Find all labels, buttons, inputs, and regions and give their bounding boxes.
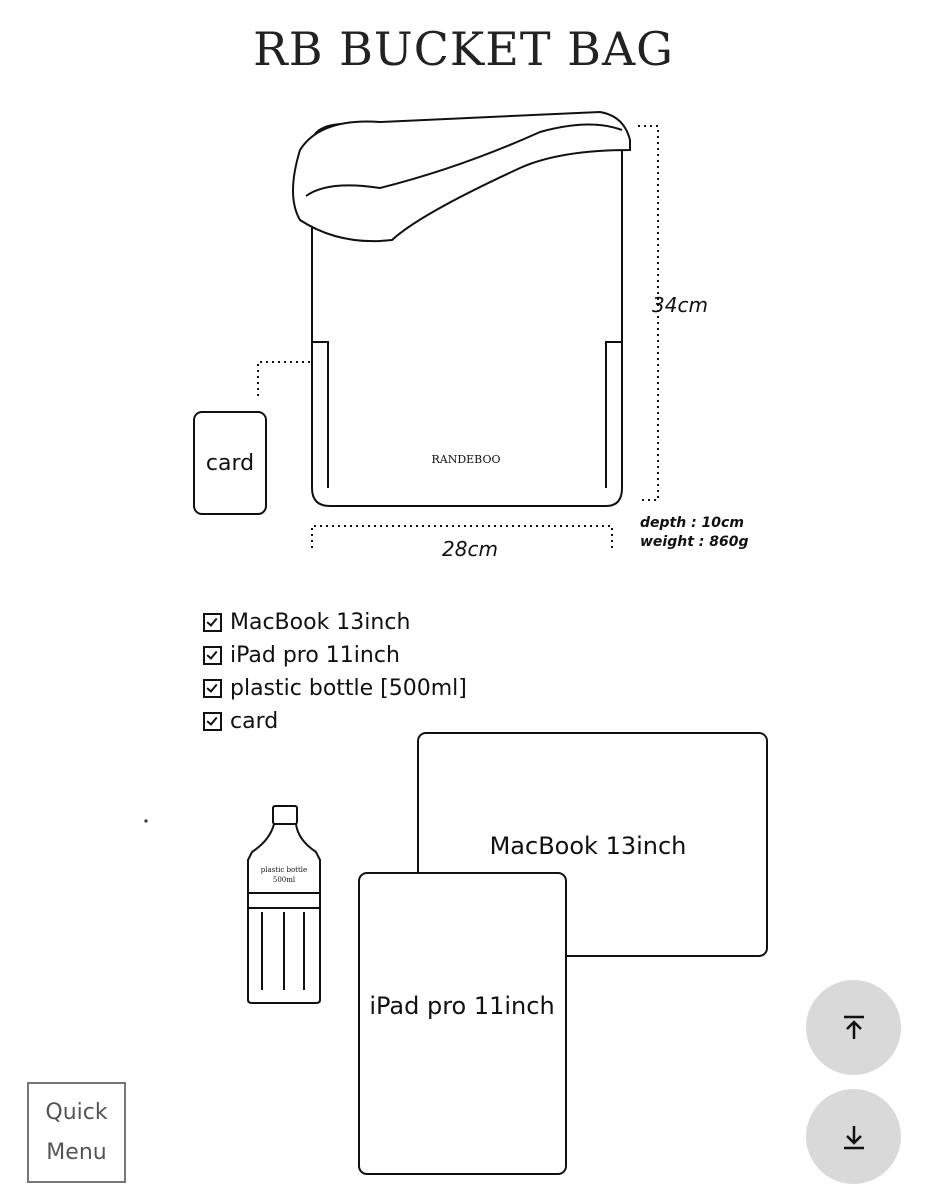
macbook-label: MacBook 13inch (490, 832, 687, 860)
quick-menu-button[interactable]: Quick Menu (27, 1082, 126, 1183)
arrow-down-to-line-icon (843, 1125, 864, 1149)
checkbox-icon (203, 712, 222, 731)
card-label: card (206, 451, 254, 476)
depth-label: depth : 10cm (640, 515, 744, 531)
bottle-illustration (247, 805, 321, 1004)
brand-label: RANDEBOO (431, 453, 500, 466)
checklist-item: card (203, 705, 467, 738)
ipad-outline (358, 872, 567, 1175)
checklist-item-label: MacBook 13inch (230, 610, 411, 635)
weight-label: weight : 860g (640, 534, 749, 550)
scroll-to-bottom-button[interactable] (806, 1089, 901, 1184)
height-label: 34cm (652, 293, 708, 317)
card-outline (193, 411, 267, 515)
quick-menu-line2: Menu (46, 1139, 107, 1165)
compatible-items-checklist: MacBook 13inch iPad pro 11inch plastic b… (203, 606, 467, 738)
checkbox-icon (203, 613, 222, 632)
checkbox-icon (203, 646, 222, 665)
ipad-label: iPad pro 11inch (369, 992, 554, 1020)
checklist-item-label: iPad pro 11inch (230, 643, 400, 668)
checkbox-icon (203, 679, 222, 698)
checklist-item: plastic bottle [500ml] (203, 672, 467, 705)
page-title: RB BUCKET BAG (253, 22, 674, 76)
arrow-up-to-line-icon (843, 1015, 864, 1039)
height-dimension (638, 125, 659, 501)
card-pocket-pointer (257, 361, 310, 396)
scroll-to-top-button[interactable] (806, 980, 901, 1075)
stray-dot (144, 819, 148, 823)
width-label: 28cm (442, 537, 498, 561)
bottle-label-line1: plastic bottle (261, 866, 307, 874)
quick-menu-line1: Quick (45, 1099, 108, 1125)
bucket-bag-illustration (292, 110, 631, 507)
bottle-label-line2: 500ml (273, 876, 296, 884)
checklist-item: iPad pro 11inch (203, 639, 467, 672)
checklist-item-label: card (230, 709, 279, 734)
checklist-item-label: plastic bottle [500ml] (230, 676, 467, 701)
checklist-item: MacBook 13inch (203, 606, 467, 639)
